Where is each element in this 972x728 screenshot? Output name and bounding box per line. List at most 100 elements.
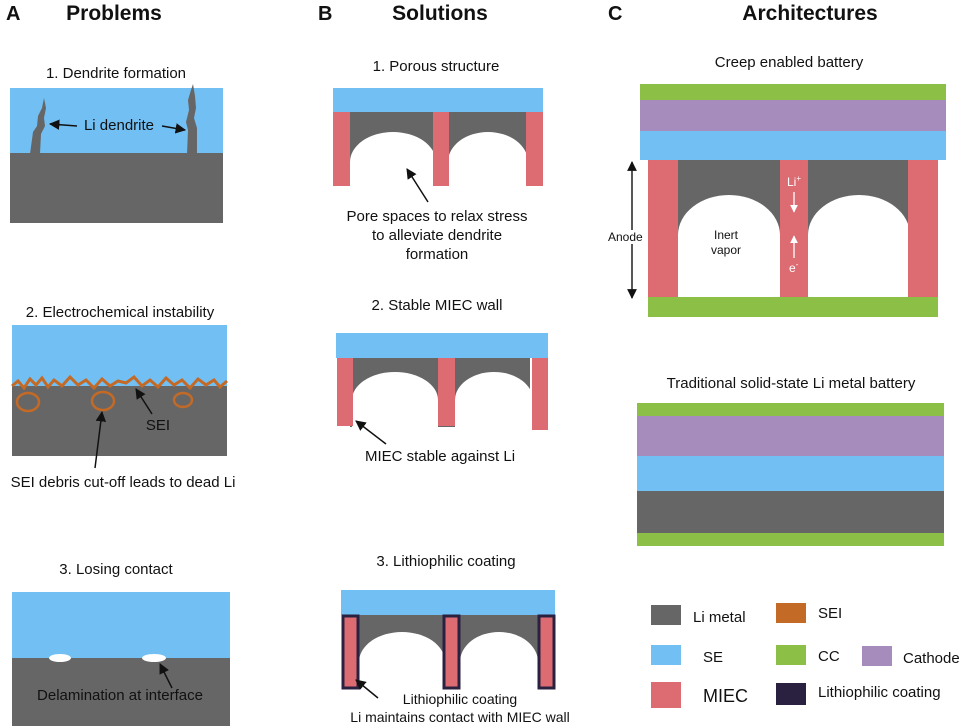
arrow-to-right-dendrite [161, 123, 187, 134]
panel-c-letter: C [608, 3, 622, 25]
legend-swatch-miec [651, 682, 681, 708]
b1-miec-wall-left [333, 112, 350, 186]
stable-miec-wall-diagram: 2. Stable MIEC wall MIEC stable against … [336, 297, 548, 465]
sei-debris-particle-1 [15, 391, 41, 413]
lithiophilic-caption-line1: Lithiophilic coating [403, 691, 517, 707]
inert-vapor-label-line2: vapor [711, 243, 741, 257]
lithiophilic-coating-diagram: 3. Lithiophilic coating Lithiophilic coa… [341, 553, 570, 725]
panel-a-title: Problems [66, 2, 162, 25]
b1-heading: 1. Porous structure [373, 58, 500, 75]
legend-item-li-metal: Li metal [651, 605, 746, 626]
panel-c-title: Architectures [742, 2, 877, 25]
delamination-label: Delamination at interface [37, 687, 203, 704]
panel-a: A Problems 1. Dendrite formation Li dend… [6, 2, 235, 726]
a3-heading: 3. Losing contact [59, 561, 173, 578]
creep-battery-title: Creep enabled battery [715, 54, 864, 71]
sei-debris-particle-2 [90, 390, 116, 412]
creep-miec-wall-middle [780, 160, 808, 297]
dendrite-formation-diagram: 1. Dendrite formation Li dendrite [10, 65, 223, 223]
a1-li-metal [10, 153, 223, 223]
panel-c: C Architectures Creep enabled battery Li… [608, 2, 960, 708]
a1-heading: 1. Dendrite formation [46, 65, 186, 82]
porous-structure-diagram: 1. Porous structure Pore spaces to relax… [333, 58, 543, 263]
creep-cc-top [640, 84, 946, 101]
b1-se-layer [333, 88, 543, 112]
traditional-battery-diagram: Traditional solid-state Li metal battery [637, 375, 944, 546]
legend-swatch-li-metal [651, 605, 681, 625]
legend-swatch-cathode [862, 646, 892, 666]
b2-heading: 2. Stable MIEC wall [372, 297, 503, 314]
trad-se-layer [637, 456, 944, 491]
legend-label-sei: SEI [818, 605, 842, 622]
legend-item-cathode: Cathode [862, 646, 960, 667]
legend-label-cc: CC [818, 648, 840, 665]
trad-cathode [637, 416, 944, 456]
panel-b-title: Solutions [392, 2, 488, 25]
arrow-to-left-dendrite [48, 119, 78, 130]
a3-se-layer [12, 592, 230, 659]
legend-swatch-lithiophilic-coating [776, 683, 806, 705]
b1-pore-right [448, 132, 528, 186]
li-dendrite-label: Li dendrite [84, 117, 154, 134]
creep-cc-bottom [648, 297, 938, 317]
sei-debris-particle-3 [172, 391, 194, 409]
b2-miec-wall-right [532, 358, 548, 430]
legend-swatch-se [651, 645, 681, 665]
legend-item-miec: MIEC [651, 682, 748, 708]
pore-caption-line1: Pore spaces to relax stress [347, 208, 528, 225]
creep-enabled-battery-diagram: Creep enabled battery Li+ e- Inert vapor… [608, 54, 946, 317]
legend-item-lithiophilic-coating: Lithiophilic coating [776, 683, 941, 705]
pore-caption-line2: to alleviate dendrite [372, 227, 502, 244]
delamination-void-2 [142, 654, 166, 662]
legend-item-se: SE [651, 645, 723, 666]
a2-heading: 2. Electrochemical instability [26, 304, 215, 321]
creep-pore-right [808, 195, 910, 297]
b2-se-layer [336, 333, 548, 358]
a3-li-metal [12, 658, 230, 726]
legend-swatch-cc [776, 645, 806, 665]
b3-coated-miec-wall-middle [442, 614, 461, 690]
electron-label: e- [789, 260, 799, 275]
traditional-battery-title: Traditional solid-state Li metal battery [667, 375, 916, 392]
legend-label-lithiophilic-coating: Lithiophilic coating [818, 684, 941, 701]
b3-heading: 3. Lithiophilic coating [376, 553, 515, 570]
b2-miec-wall-left [337, 358, 353, 426]
a2-li-metal [12, 386, 227, 456]
creep-miec-wall-right [908, 160, 938, 297]
pore-caption-line3: formation [406, 246, 469, 263]
creep-se-layer [640, 131, 946, 160]
legend-label-cathode: Cathode [903, 650, 960, 667]
arrow-to-sei [135, 388, 153, 415]
legend-item-sei: SEI [776, 603, 842, 623]
panel-a-letter: A [6, 3, 20, 25]
li-dendrite-left [30, 98, 46, 154]
arrow-to-sei-debris [94, 410, 107, 469]
arrow-to-delamination [159, 663, 173, 689]
creep-miec-wall-left [648, 160, 678, 297]
legend: Li metal SEI SE CC Cathode MIEC [651, 603, 960, 708]
electrochemical-instability-diagram: 2. Electrochemical instability SEI SEI d… [11, 304, 236, 491]
creep-cathode [640, 100, 946, 131]
losing-contact-diagram: 3. Losing contact Delamination at interf… [12, 561, 230, 726]
lithiophilic-caption-line2: Li maintains contact with MIEC wall [350, 709, 569, 725]
legend-swatch-sei [776, 603, 806, 623]
legend-label-se: SE [703, 649, 723, 666]
miec-stable-label: MIEC stable against Li [365, 448, 515, 465]
b1-miec-wall-middle [433, 112, 449, 186]
delamination-void-1 [49, 654, 71, 662]
b3-pore-left [359, 632, 445, 688]
anode-label: Anode [608, 230, 643, 244]
li-ion-label: Li+ [787, 174, 801, 189]
trad-cc-bottom [637, 533, 944, 546]
li-dendrite-right [186, 84, 197, 154]
trad-li-metal [637, 491, 944, 533]
panel-b-letter: B [318, 3, 332, 25]
arrow-to-pore [406, 168, 429, 203]
inert-vapor-label-line1: Inert [714, 228, 739, 242]
sei-debris-caption: SEI debris cut-off leads to dead Li [11, 474, 236, 491]
b3-pore-right [460, 632, 538, 688]
b3-coated-miec-wall-left [341, 614, 360, 690]
sei-interface-layer [11, 374, 228, 391]
b2-miec-wall-middle [438, 358, 455, 426]
